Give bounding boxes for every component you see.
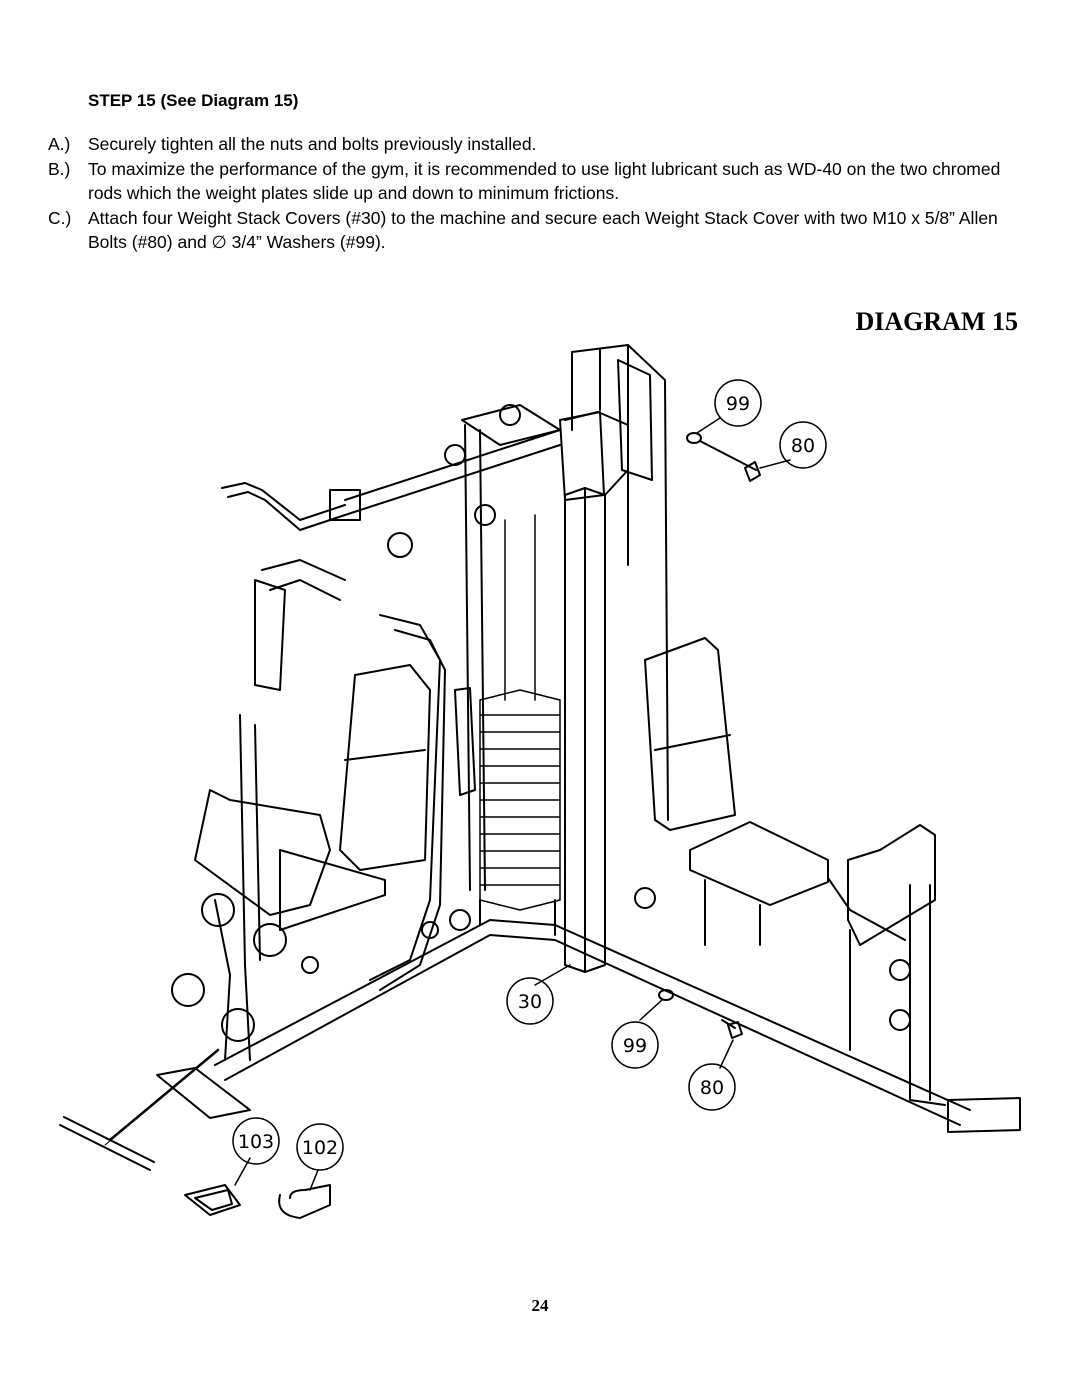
low-pulley-bar xyxy=(59,1048,220,1171)
instruction-letter: A.) xyxy=(48,134,71,154)
page-number: 24 xyxy=(531,1296,549,1315)
callout-label: 103 xyxy=(238,1131,274,1153)
callout-label: 80 xyxy=(700,1077,724,1099)
callout-label: 30 xyxy=(518,991,542,1013)
leg-extension xyxy=(171,714,386,1061)
instruction-item: B.) To maximize the performance of the g… xyxy=(48,157,1008,206)
pulleys xyxy=(301,404,656,974)
instruction-text: Securely tighten all the nuts and bolts … xyxy=(88,134,537,154)
right-seat xyxy=(644,637,829,946)
callout-label: 80 xyxy=(791,435,815,457)
base-frame xyxy=(156,899,971,1126)
press-arm xyxy=(254,559,446,991)
callout-circles xyxy=(232,379,827,1171)
instruction-list: A.) Securely tighten all the nuts and bo… xyxy=(48,132,1008,255)
left-seat-back xyxy=(339,664,476,871)
handle-103 xyxy=(184,1184,241,1216)
callout-label: 102 xyxy=(302,1137,338,1159)
strap-102 xyxy=(278,1184,331,1219)
weight-stack-cover xyxy=(564,411,629,973)
diagram-title: DIAGRAM 15 xyxy=(855,307,1019,336)
callout-label: 99 xyxy=(726,393,750,415)
leg-press xyxy=(827,824,1021,1133)
instruction-item: C.) Attach four Weight Stack Covers (#30… xyxy=(48,206,1008,255)
callout-label: 99 xyxy=(623,1035,647,1057)
hardware-bottom xyxy=(658,989,743,1039)
instruction-item: A.) Securely tighten all the nuts and bo… xyxy=(48,132,1008,157)
instruction-text: Attach four Weight Stack Covers (#30) to… xyxy=(88,207,998,253)
step-heading: STEP 15 (See Diagram 15) xyxy=(88,91,299,110)
instruction-letter: C.) xyxy=(48,207,72,228)
hardware-top xyxy=(686,432,761,482)
instruction-letter: B.) xyxy=(48,158,71,179)
leader-lines xyxy=(234,417,791,1191)
lat-bar xyxy=(221,429,561,531)
instruction-text: To maximize the performance of the gym, … xyxy=(88,158,1001,204)
